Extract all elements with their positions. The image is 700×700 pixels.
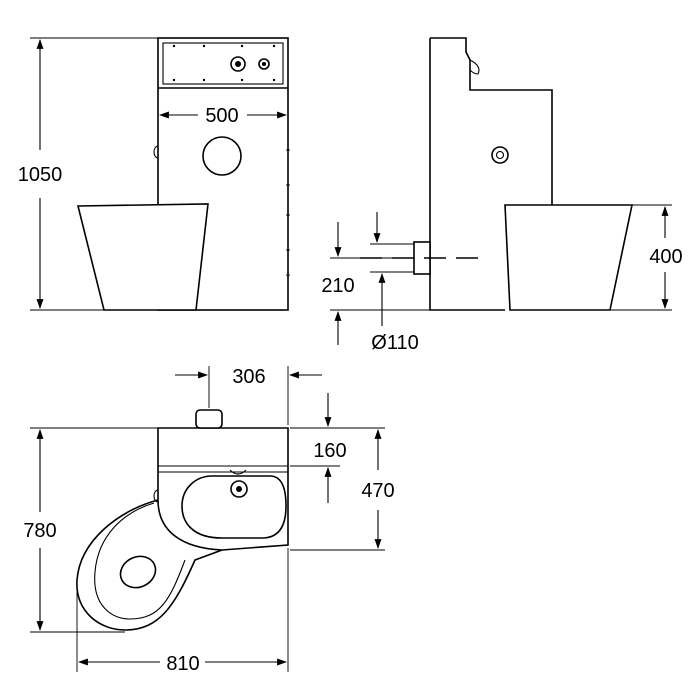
sensor-icon [258, 58, 270, 70]
access-cover [202, 136, 242, 176]
front-view: 500 1050 [18, 37, 290, 311]
top-basin [181, 475, 287, 539]
dim-width-810: 810 [166, 653, 199, 675]
control-panel [162, 42, 284, 85]
dim-depth-780: 780 [23, 520, 56, 542]
dim-bowl-height-400: 400 [649, 246, 682, 268]
drain-icon [230, 480, 248, 498]
top-knob [195, 409, 223, 429]
dim-basin-depth-160: 160 [313, 440, 346, 462]
top-view: 306 160 470 780 810 [23, 366, 395, 675]
dim-unit-depth-470: 470 [361, 480, 394, 502]
front-body [157, 37, 289, 311]
toilet-seat-opening [119, 555, 157, 589]
valve-icon [491, 146, 509, 164]
dim-pipe-height-210: 210 [321, 275, 354, 297]
push-button-icon [230, 56, 246, 72]
dim-height-1050: 1050 [18, 164, 63, 186]
front-bowl [76, 203, 209, 311]
side-bowl [504, 204, 633, 311]
dim-basin-offset-306: 306 [232, 366, 265, 388]
side-view: 400 210 Ø110 [321, 37, 683, 354]
dim-width-500: 500 [205, 105, 238, 127]
top-basin-block [157, 427, 289, 551]
dim-pipe-diameter-110: Ø110 [371, 332, 418, 354]
top-toilet-bowl [76, 499, 223, 631]
